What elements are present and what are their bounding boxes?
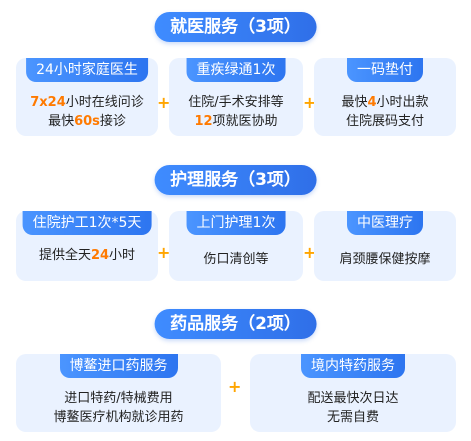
service-label: 博鳌进口药服务	[59, 354, 178, 378]
service-desc-line: 配送最快次日达	[307, 391, 399, 406]
service-label: 上门护理1次	[186, 211, 286, 235]
service-card-family-doctor[interactable]: 24小时家庭医生 7x24小时在线问诊 最快60s接诊	[16, 58, 158, 136]
service-card-home-nursing[interactable]: 上门护理1次 伤口清创等	[169, 211, 303, 281]
section-title-nursing: 护理服务（3项）	[154, 165, 317, 195]
plus-icon: +	[303, 93, 317, 112]
service-label: 一码垫付	[347, 58, 423, 82]
service-card-tcm-therapy[interactable]: 中医理疗 肩颈腰保健按摩	[314, 211, 456, 281]
plus-icon: +	[228, 377, 242, 396]
service-label: 住院护工1次*5天	[22, 211, 152, 235]
service-card-critical-illness[interactable]: 重疾绿通1次 住院/手术安排等 12项就医协助	[169, 58, 303, 136]
service-card-one-code-payment[interactable]: 一码垫付 最快4小时出款 住院展码支付	[314, 58, 456, 136]
service-label: 中医理疗	[347, 211, 423, 235]
section-title-medical: 就医服务（3项）	[154, 12, 317, 42]
service-label: 境内特药服务	[301, 354, 405, 378]
section-title-medicine: 药品服务（2项）	[154, 309, 317, 339]
service-desc-line: 7x24小时在线问诊	[30, 95, 144, 110]
service-desc-line: 住院/手术安排等	[188, 95, 284, 110]
service-desc-line: 进口特药/特械费用	[64, 391, 173, 406]
service-desc-line: 住院展码支付	[345, 114, 424, 129]
service-desc-line: 博鳌医疗机构就诊用药	[53, 410, 184, 425]
service-card-hospital-caregiver[interactable]: 住院护工1次*5天 提供全天24小时	[16, 211, 158, 281]
service-desc-line: 无需自费	[326, 410, 379, 425]
service-desc-line: 最快4小时出款	[341, 95, 429, 110]
service-desc-line: 12项就医协助	[194, 114, 278, 129]
service-desc-line: 肩颈腰保健按摩	[339, 252, 431, 267]
service-card-boao-imported-drugs[interactable]: 博鳌进口药服务 进口特药/特械费用 博鳌医疗机构就诊用药	[16, 354, 221, 432]
service-desc-line: 最快60s接诊	[48, 114, 126, 129]
service-label: 24小时家庭医生	[26, 58, 148, 82]
plus-icon: +	[157, 93, 171, 112]
service-desc-line: 伤口清创等	[203, 252, 269, 267]
plus-icon: +	[157, 243, 171, 262]
service-label: 重疾绿通1次	[186, 58, 286, 82]
service-card-domestic-special-drugs[interactable]: 境内特药服务 配送最快次日达 无需自费	[250, 354, 456, 432]
plus-icon: +	[303, 243, 317, 262]
service-desc-line: 提供全天24小时	[38, 248, 136, 263]
